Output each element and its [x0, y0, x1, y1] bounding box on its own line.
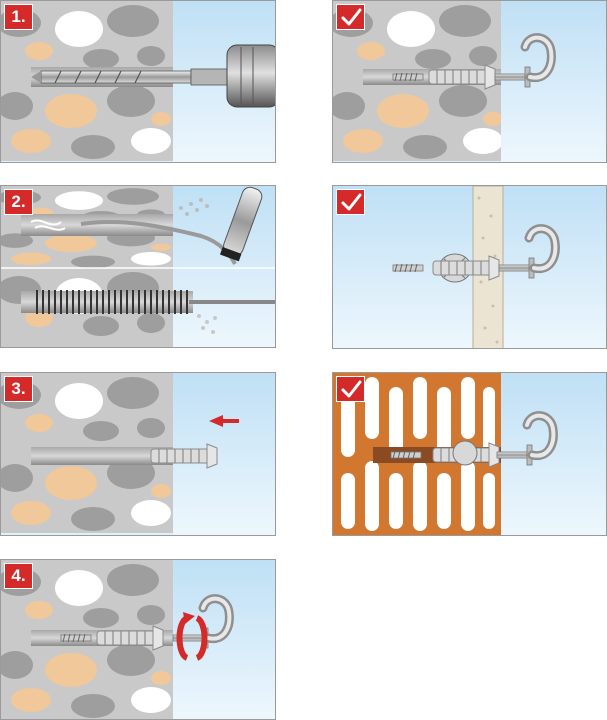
- step-2-panel: 2.: [0, 185, 276, 348]
- step-4-panel: 4.: [0, 559, 276, 720]
- drill-chuck: [226, 44, 275, 108]
- hook-in-masonry-illustration: [333, 1, 606, 162]
- checkmark-badge: [336, 4, 365, 30]
- step-number-badge: 1.: [4, 4, 33, 30]
- cleaning-brush: [36, 290, 188, 314]
- cleaning-hole-illustration: [1, 186, 275, 347]
- drilling-illustration: [1, 1, 275, 162]
- step-number-badge: 2.: [4, 189, 33, 215]
- step-number-badge: 4.: [4, 563, 33, 589]
- insert-direction-arrow: [209, 415, 239, 427]
- result-brick-panel: [332, 372, 607, 536]
- result-masonry-panel: [332, 0, 607, 163]
- checkmark-icon: [341, 380, 362, 398]
- inserting-plug-illustration: [1, 373, 275, 535]
- screwing-hook-illustration: [1, 560, 275, 719]
- step-1-panel: 1.: [0, 0, 276, 163]
- hook-in-perforated-brick-illustration: [333, 373, 606, 535]
- checkmark-badge: [336, 376, 365, 402]
- checkmark-icon: [341, 8, 362, 26]
- checkmark-icon: [341, 193, 362, 211]
- step-number-badge: 3.: [4, 376, 33, 402]
- hook-in-drywall-illustration: [333, 186, 606, 348]
- step-3-panel: 3.: [0, 372, 276, 536]
- result-drywall-panel: [332, 185, 607, 349]
- checkmark-badge: [336, 189, 365, 215]
